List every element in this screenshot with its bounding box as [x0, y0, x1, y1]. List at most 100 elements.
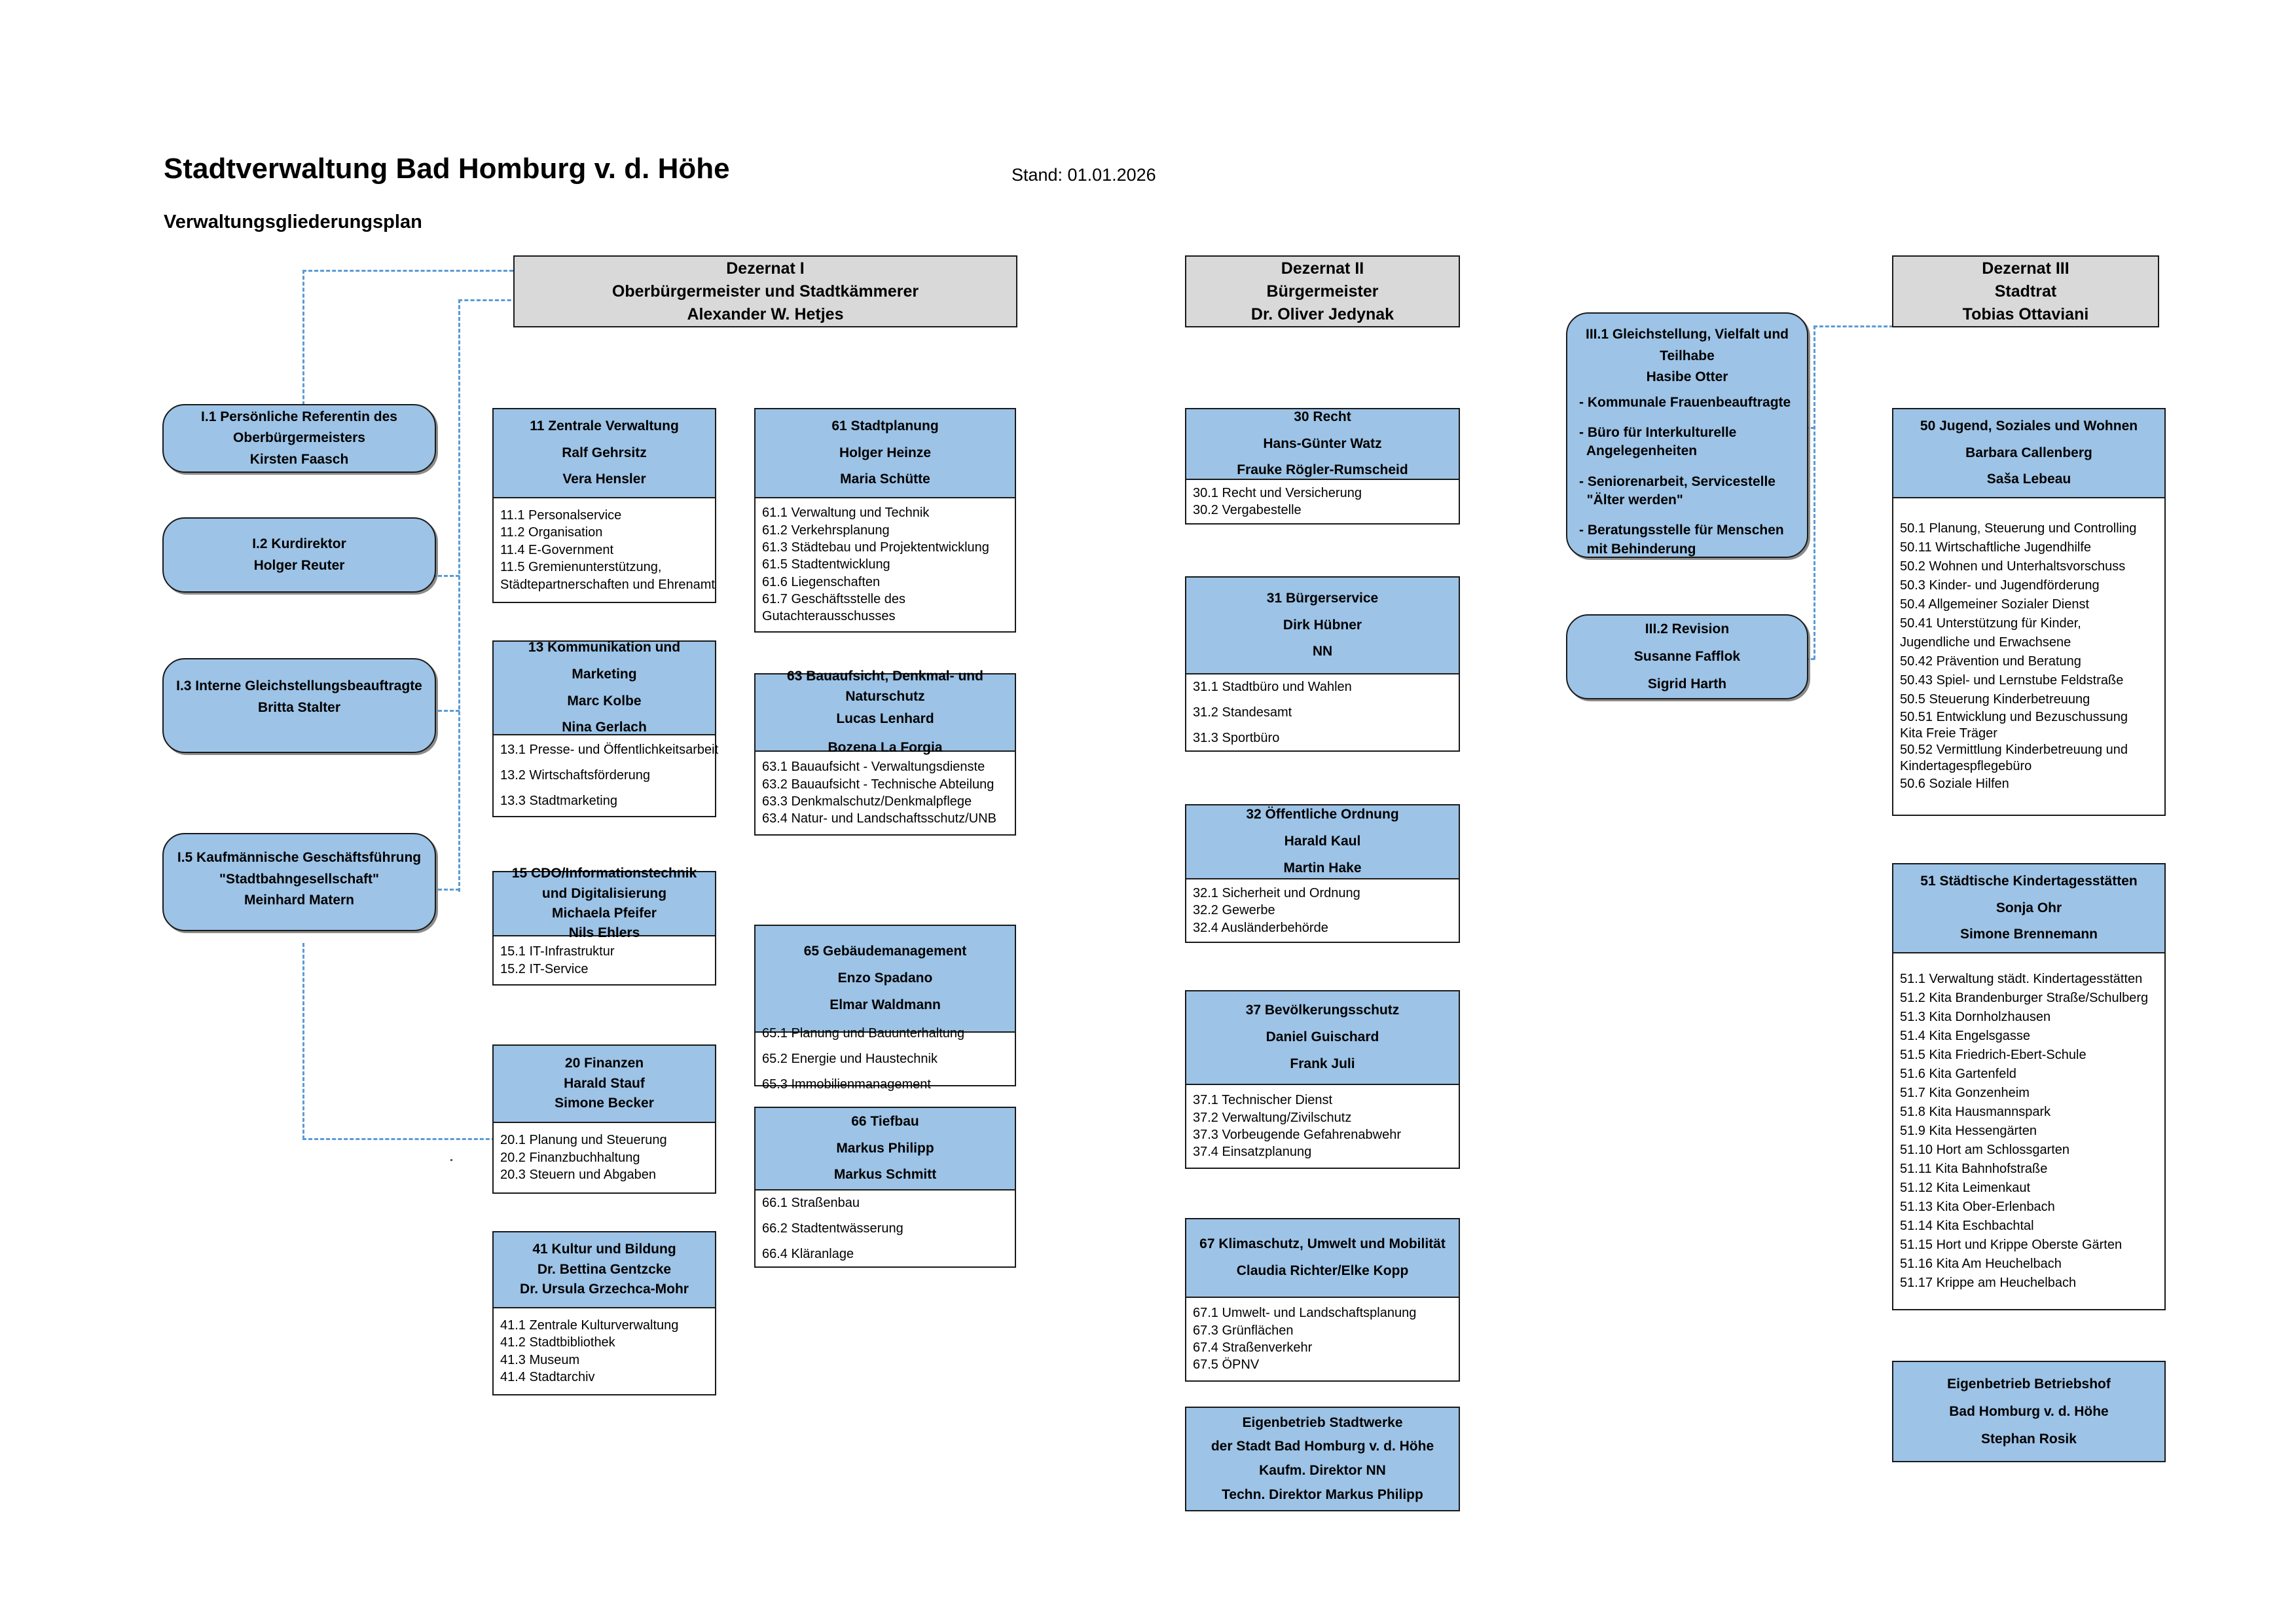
unit-13-person-1: Marc Kolbe: [567, 693, 642, 709]
unit-63-title-line1: 63 Bauaufsicht, Denkmal- und: [787, 669, 983, 684]
unit-67-klimaschutz-umwelt-mobilitaet[interactable]: 67 Klimaschutz, Umwelt und Mobilität Cla…: [1185, 1218, 1460, 1382]
list-item: Städtepartnerschaften und Ehrenamt: [500, 577, 715, 592]
central-unit-iii2[interactable]: III.2 Revision Susanne Fafflok Sigrid Ha…: [1566, 614, 1808, 699]
list-item: Kindertagespflegebüro: [1900, 759, 2032, 773]
unit-32-title: 32 Öffentliche Ordnung: [1246, 807, 1399, 822]
list-item: 11.4 E-Government: [500, 542, 614, 557]
central-unit-iii2-line2: Susanne Fafflok: [1633, 649, 1741, 664]
list-item: 13.3 Stadtmarketing: [500, 794, 617, 808]
unit-66-tiefbau[interactable]: 66 Tiefbau Markus Philipp Markus Schmitt…: [754, 1107, 1016, 1268]
list-item: 50.5 Steuerung Kinderbetreuung: [1900, 692, 2090, 707]
list-item: 11.2 Organisation: [500, 525, 603, 540]
unit-41-person-2: Dr. Ursula Grzechca-Mohr: [520, 1282, 689, 1297]
unit-30-recht[interactable]: 30 Recht Hans-Günter Watz Frauke Rögler-…: [1185, 408, 1460, 525]
central-unit-iii1[interactable]: III.1 Gleichstellung, Vielfalt und Teilh…: [1566, 312, 1808, 558]
list-item: 50.2 Wohnen und Unterhaltsvorschuss: [1900, 559, 2126, 574]
staff-unit-i2[interactable]: I.2 Kurdirektor Holger Reuter: [162, 517, 436, 593]
unit-31-buergerservice[interactable]: 31 Bürgerservice Dirk Hübner NN 31.1 Sta…: [1185, 576, 1460, 752]
central-unit-iii1-bullet-2: - Büro für Interkulturelle Angelegenheit…: [1579, 424, 1737, 459]
dezernat-1-header[interactable]: Dezernat I Oberbürgermeister und Stadtkä…: [513, 255, 1017, 327]
unit-32-person-1: Harald Kaul: [1284, 834, 1361, 849]
dezernat-1-line1: Dezernat I: [726, 259, 805, 278]
list-item: 51.9 Kita Hessengärten: [1900, 1124, 2037, 1138]
staff-unit-i1-line3: Kirsten Faasch: [249, 451, 349, 467]
list-item: 66.1 Straßenbau: [762, 1195, 860, 1210]
page-subtitle: Verwaltungsgliederungsplan: [164, 212, 422, 232]
central-unit-iii1-bullet-4: - Beratungsstelle für Menschen mit Behin…: [1579, 523, 1784, 557]
staff-unit-i5[interactable]: I.5 Kaufmännische Geschäftsführung "Stad…: [162, 833, 436, 931]
dezernat-3-header[interactable]: Dezernat III Stadtrat Tobias Ottaviani: [1892, 255, 2159, 327]
list-item: 51.2 Kita Brandenburger Straße/Schulberg: [1900, 991, 2149, 1005]
dezernat-3-line3: Tobias Ottaviani: [1962, 304, 2089, 323]
eigenbetrieb-stadtwerke[interactable]: Eigenbetrieb Stadtwerke der Stadt Bad Ho…: [1185, 1407, 1460, 1511]
eigenbetrieb-stadtwerke-line2: der Stadt Bad Homburg v. d. Höhe: [1211, 1439, 1434, 1454]
list-item: 51.1 Verwaltung städt. Kindertagesstätte…: [1900, 972, 2143, 986]
unit-37-bevoelkerungsschutz[interactable]: 37 Bevölkerungsschutz Daniel Guischard F…: [1185, 990, 1460, 1169]
list-item: 61.7 Geschäftsstelle des: [762, 592, 906, 607]
unit-20-person-2: Simone Becker: [555, 1096, 654, 1111]
list-item: 11.5 Gremienunterstützung,: [500, 560, 662, 575]
unit-50-person-1: Barbara Callenberg: [1965, 445, 2092, 460]
list-item: 15.1 IT-Infrastruktur: [500, 944, 615, 959]
list-item: 51.12 Kita Leimenkaut: [1900, 1181, 2031, 1195]
unit-20-finanzen[interactable]: 20 Finanzen Harald Stauf Simone Becker 2…: [492, 1044, 716, 1194]
connector-i2: [432, 575, 460, 577]
list-item: 30.2 Vergabestelle: [1193, 503, 1302, 517]
staff-unit-i5-line2: "Stadtbahngesellschaft": [219, 871, 379, 887]
eigenbetrieb-stadtwerke-line1: Eigenbetrieb Stadtwerke: [1242, 1414, 1403, 1430]
unit-15-person-1: Michaela Pfeifer: [552, 906, 657, 921]
list-item: 65.1 Planung und Bauunterhaltung: [762, 1025, 965, 1041]
unit-15-cdo-informationstechnik[interactable]: 15 CDO/Informationstechnik und Digitalis…: [492, 866, 716, 986]
eigenbetrieb-betriebshof[interactable]: Eigenbetrieb Betriebshof Bad Homburg v. …: [1892, 1361, 2166, 1462]
list-item: 51.5 Kita Friedrich-Ebert-Schule: [1900, 1048, 2086, 1062]
list-item: Kita Freie Träger: [1900, 726, 1997, 741]
list-item: 37.4 Einsatzplanung: [1193, 1145, 1312, 1160]
unit-63-bauaufsicht-denkmal-naturschutz[interactable]: 63 Bauaufsicht, Denkmal- und Naturschutz…: [754, 669, 1016, 836]
staff-unit-i2-line1: I.2 Kurdirektor: [252, 536, 346, 551]
unit-30-person-1: Hans-Günter Watz: [1263, 435, 1382, 451]
list-item: 51.10 Hort am Schlossgarten: [1900, 1143, 2070, 1157]
chart-dot-marker: [450, 1159, 452, 1161]
list-item: 41.3 Museum: [500, 1352, 580, 1367]
unit-51-staedtische-kindertagesstaetten[interactable]: 51 Städtische Kindertagesstätten Sonja O…: [1892, 863, 2166, 1310]
list-item: Jugendliche und Erwachsene: [1900, 635, 2071, 650]
unit-13-kommunikation-marketing[interactable]: 13 Kommunikation und Marketing Marc Kolb…: [492, 640, 718, 817]
unit-31-title: 31 Bürgerservice: [1266, 590, 1379, 606]
connector-dezernat1-second: [458, 299, 517, 301]
list-item: 67.4 Straßenverkehr: [1193, 1340, 1313, 1355]
list-item: 37.1 Technischer Dienst: [1193, 1093, 1333, 1108]
dezernat-1-line2: Oberbürgermeister und Stadtkämmerer: [611, 282, 919, 301]
list-item: 61.1 Verwaltung und Technik: [762, 506, 930, 521]
staff-unit-i3[interactable]: I.3 Interne Gleichstellungsbeauftragte B…: [162, 658, 436, 753]
unit-67-person-1: Claudia Richter/Elke Kopp: [1236, 1263, 1409, 1278]
unit-61-person-1: Holger Heinze: [839, 445, 932, 460]
list-item: 32.2 Gewerbe: [1193, 903, 1275, 918]
connector-left-trunk-b: [458, 299, 460, 892]
list-item: 51.16 Kita Am Heuchelbach: [1900, 1257, 2062, 1271]
dezernat-2-header[interactable]: Dezernat II Bürgermeister Dr. Oliver Jed…: [1185, 255, 1460, 327]
unit-50-jugend-soziales-wohnen[interactable]: 50 Jugend, Soziales und Wohnen Barbara C…: [1892, 408, 2166, 816]
unit-65-person-2: Elmar Waldmann: [829, 997, 941, 1012]
list-item: 63.1 Bauaufsicht - Verwaltungsdienste: [762, 760, 985, 775]
list-item: 66.2 Stadtentwässerung: [762, 1221, 903, 1236]
unit-67-title: 67 Klimaschutz, Umwelt und Mobilität: [1199, 1236, 1446, 1252]
unit-32-oeffentliche-ordnung[interactable]: 32 Öffentliche Ordnung Harald Kaul Marti…: [1185, 804, 1460, 943]
unit-61-stadtplanung[interactable]: 61 Stadtplanung Holger Heinze Maria Schü…: [754, 408, 1016, 633]
list-item: 37.3 Vorbeugende Gefahrenabwehr: [1193, 1128, 1402, 1142]
list-item: 30.1 Recht und Versicherung: [1193, 485, 1362, 500]
list-item: 15.2 IT-Service: [500, 961, 589, 976]
list-item: 61.5 Stadtentwicklung: [762, 557, 890, 572]
unit-41-kultur-bildung[interactable]: 41 Kultur und Bildung Dr. Bettina Gentzc…: [492, 1231, 716, 1395]
unit-65-gebaeudemanagement[interactable]: 65 Gebäudemanagement Enzo Spadano Elmar …: [754, 925, 1016, 1092]
unit-11-zentrale-verwaltung[interactable]: 11 Zentrale Verwaltung Ralf Gehrsitz Ver…: [492, 408, 716, 603]
list-item: 67.1 Umwelt- und Landschaftsplanung: [1193, 1306, 1417, 1321]
list-item: 50.4 Allgemeiner Sozialer Dienst: [1900, 597, 2090, 612]
staff-unit-i1[interactable]: I.1 Persönliche Referentin des Oberbürge…: [162, 404, 436, 473]
unit-41-person-1: Dr. Bettina Gentzcke: [537, 1261, 672, 1277]
unit-15-person-2: Nils Ehlers: [568, 925, 640, 941]
list-item: 63.3 Denkmalschutz/Denkmalpflege: [762, 794, 972, 809]
list-item: 67.5 ÖPNV: [1193, 1357, 1260, 1373]
list-item: 61.2 Verkehrsplanung: [762, 523, 890, 538]
unit-15-title-line2: und Digitalisierung: [541, 885, 667, 901]
unit-65-title: 65 Gebäudemanagement: [803, 944, 967, 959]
